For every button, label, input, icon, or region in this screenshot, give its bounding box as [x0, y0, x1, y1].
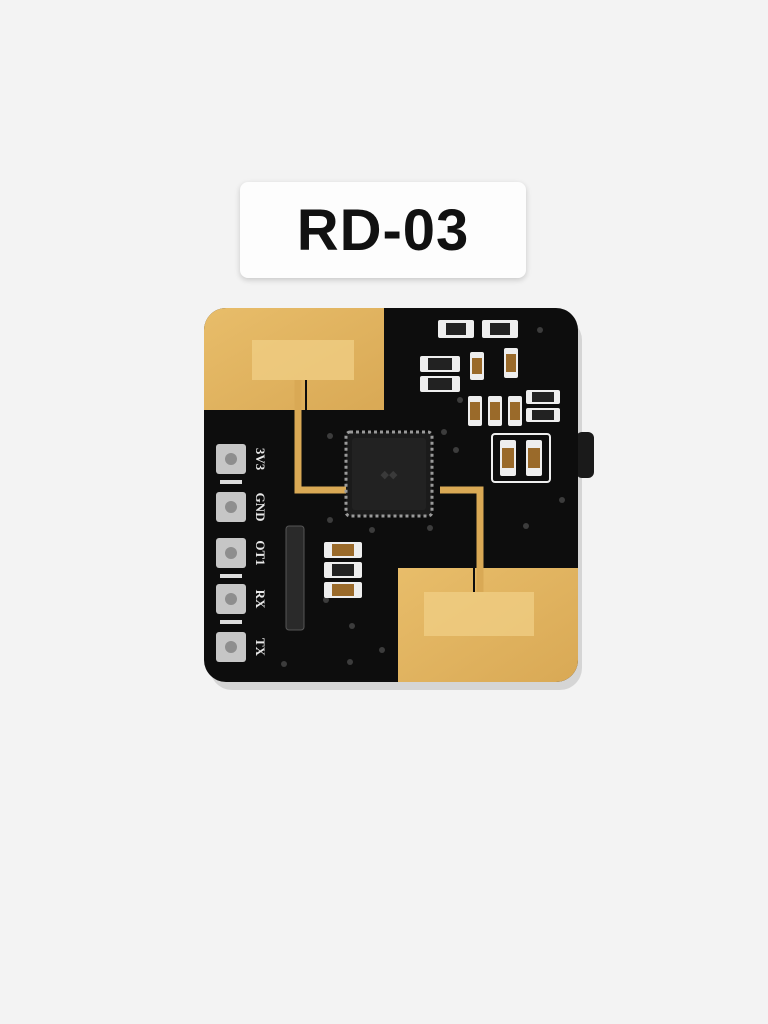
- pin-label-3v3: 3V3: [253, 448, 268, 471]
- smd-components-bottom: [285, 525, 362, 631]
- antenna-trace-gap-top: [305, 380, 346, 485]
- vias: [281, 327, 565, 667]
- side-connector: [576, 432, 594, 478]
- pin-label-gnd: GND: [253, 493, 268, 522]
- model-label-tag: RD-03: [240, 182, 526, 278]
- model-label: RD-03: [296, 197, 470, 263]
- smd-components-top: [420, 320, 560, 483]
- radar-chip: ◆◆: [344, 430, 434, 518]
- antenna-trace-gap-bottom: [440, 495, 475, 592]
- pin-label-rx: RX: [253, 590, 268, 609]
- svg-text:◆◆: ◆◆: [381, 469, 398, 481]
- antenna-patch-top: [252, 340, 354, 380]
- antenna-trace-top: [294, 380, 346, 494]
- pin-label-ot1: OT1: [253, 540, 268, 565]
- pin-labels: 3V3 GND OT1 RX TX: [253, 448, 268, 657]
- antenna-patch-bottom: [424, 592, 534, 636]
- antenna-trace-bottom: [440, 486, 484, 592]
- pin-pads: [216, 444, 246, 662]
- pin-label-tx: TX: [253, 638, 268, 657]
